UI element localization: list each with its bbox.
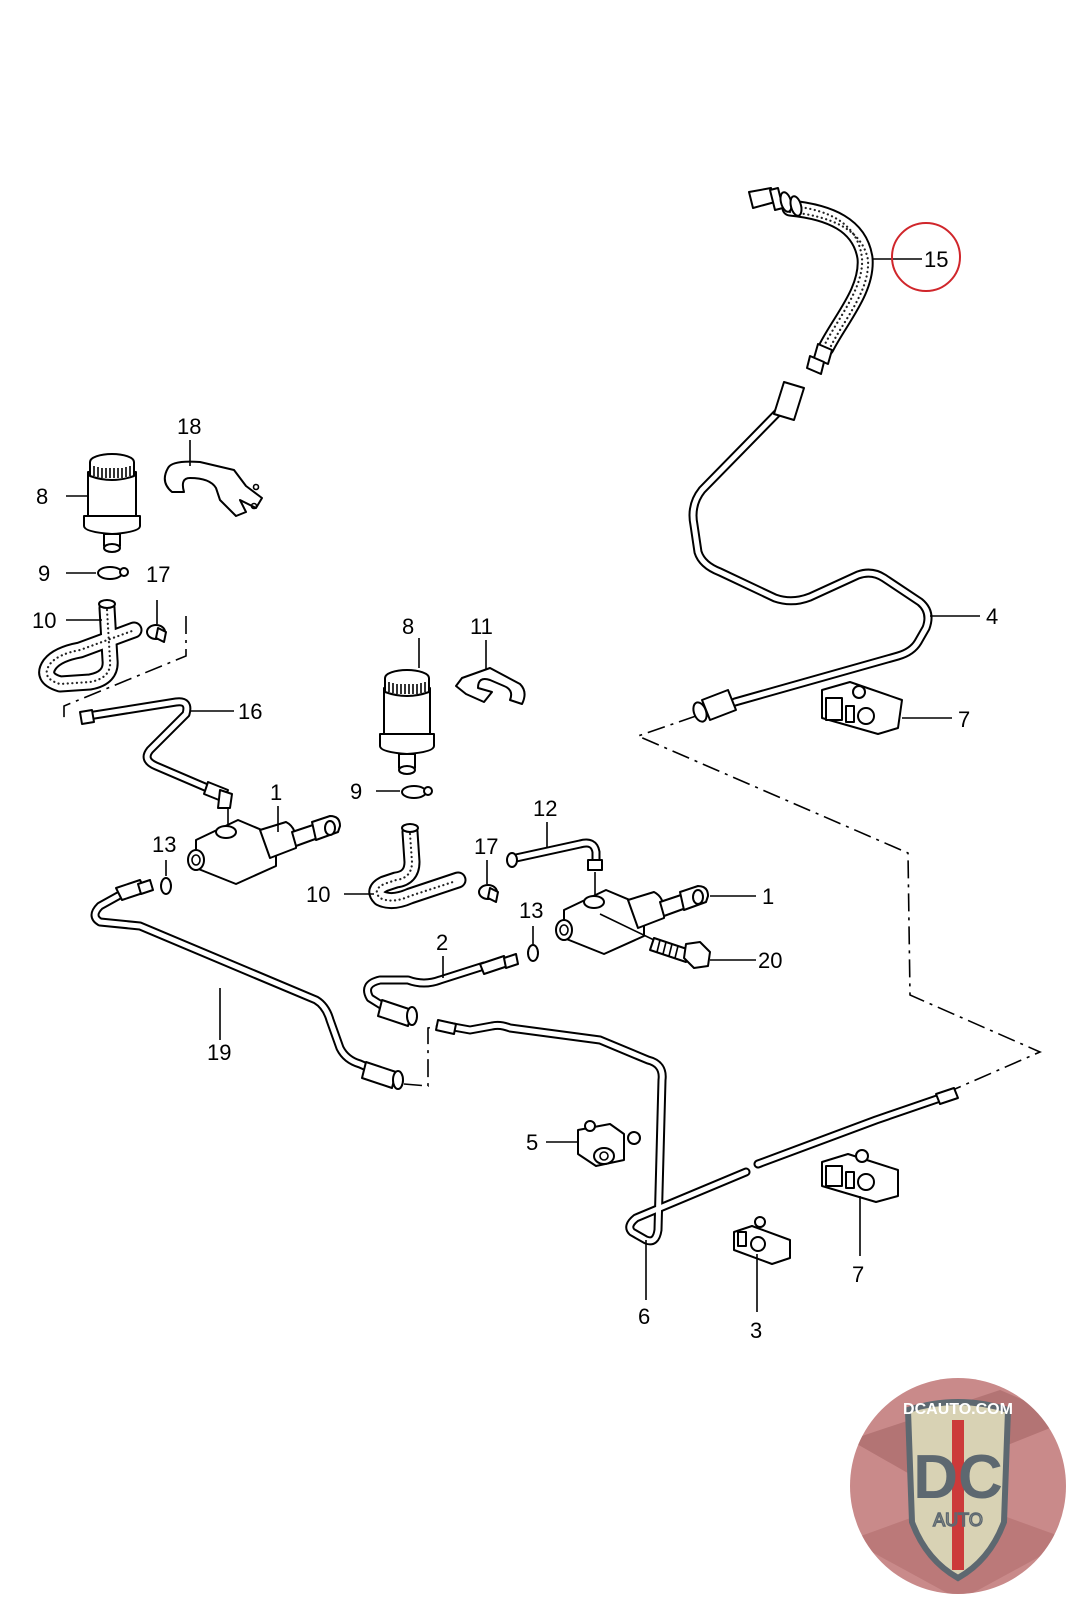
part-6-clip[interactable] <box>733 1216 791 1265</box>
callout-9a[interactable]: 9 <box>38 561 96 586</box>
part-1-master-cylinder-left[interactable] <box>187 808 341 885</box>
callout-19[interactable]: 19 <box>207 988 231 1065</box>
part-10-hose-left[interactable] <box>38 599 143 693</box>
part-12-supply-line[interactable] <box>506 838 603 871</box>
callout-label: 15 <box>924 247 948 272</box>
callout-18[interactable]: 18 <box>177 414 201 466</box>
part-8-reservoir-middle[interactable] <box>379 669 435 775</box>
callout-1a[interactable]: 1 <box>270 780 282 832</box>
svg-text:13: 13 <box>519 898 543 923</box>
svg-text:6: 6 <box>638 1304 650 1329</box>
callout-15[interactable]: 15 <box>872 222 961 292</box>
callout-17a[interactable]: 17 <box>146 562 170 624</box>
part-20-bolt[interactable] <box>599 913 711 969</box>
callout-10a[interactable]: 10 <box>32 608 102 633</box>
highlight-circle <box>891 222 961 292</box>
part-13-seal-middle[interactable] <box>527 944 539 962</box>
part-2-pressure-line[interactable] <box>363 953 519 1027</box>
callout-12[interactable]: 12 <box>533 796 557 848</box>
svg-text:8: 8 <box>36 484 48 509</box>
part-13-seal-left[interactable] <box>160 877 172 895</box>
svg-text:17: 17 <box>146 562 170 587</box>
svg-text:4: 4 <box>986 604 998 629</box>
svg-text:9: 9 <box>38 561 50 586</box>
watermark-brand-sub: AUTO <box>933 1510 983 1530</box>
svg-text:7: 7 <box>958 707 970 732</box>
part-17-clamp-middle[interactable] <box>478 884 499 903</box>
callout-13a[interactable]: 13 <box>152 832 176 876</box>
watermark-brand-top: DCAUTO.COM <box>903 1401 1013 1418</box>
callout-13b[interactable]: 13 <box>519 898 543 944</box>
part-5-holder[interactable] <box>577 1120 641 1167</box>
part-18-bracket[interactable] <box>163 460 263 517</box>
svg-text:3: 3 <box>750 1318 762 1343</box>
svg-text:1: 1 <box>762 884 774 909</box>
part-7-clip-upper[interactable] <box>821 681 903 735</box>
callout-5[interactable]: 5 <box>526 1130 578 1155</box>
svg-text:10: 10 <box>32 608 56 633</box>
callout-20[interactable]: 20 <box>710 948 782 973</box>
svg-text:9: 9 <box>350 779 362 804</box>
callout-9b[interactable]: 9 <box>350 779 400 804</box>
callout-2[interactable]: 2 <box>436 930 448 978</box>
svg-text:12: 12 <box>533 796 557 821</box>
callout-8a[interactable]: 8 <box>36 484 88 509</box>
part-15-flexible-hose[interactable] <box>748 187 874 375</box>
connection-guide-line <box>63 616 187 720</box>
callout-8b[interactable]: 8 <box>402 614 420 668</box>
svg-text:1: 1 <box>270 780 282 805</box>
svg-text:7: 7 <box>852 1262 864 1287</box>
connection-guide-line <box>403 1025 439 1087</box>
svg-text:20: 20 <box>758 948 782 973</box>
callout-1b[interactable]: 1 <box>710 884 774 909</box>
svg-text:11: 11 <box>470 614 493 639</box>
svg-text:16: 16 <box>238 699 262 724</box>
callout-7a[interactable]: 7 <box>902 707 970 732</box>
dcauto-watermark-logo: DCAUTO.COM DC AUTO <box>850 1378 1066 1594</box>
part-1-master-cylinder-right[interactable] <box>555 872 709 955</box>
svg-text:17: 17 <box>474 834 498 859</box>
callout-4[interactable]: 4 <box>930 604 998 629</box>
svg-text:10: 10 <box>306 882 330 907</box>
part-19-pressure-line[interactable] <box>90 879 404 1090</box>
callout-11[interactable]: 11 <box>470 614 493 670</box>
callout-10b[interactable]: 10 <box>306 882 374 907</box>
svg-text:19: 19 <box>207 1040 231 1065</box>
callout-7b[interactable]: 7 <box>852 1196 864 1287</box>
callout-6[interactable]: 3 <box>750 1254 762 1343</box>
part-3-clutch-line[interactable] <box>435 1019 959 1246</box>
part-17-clamp-left[interactable] <box>146 624 167 643</box>
callout-16[interactable]: 16 <box>190 699 262 724</box>
part-9-clamp-left[interactable] <box>97 566 129 580</box>
svg-text:5: 5 <box>526 1130 538 1155</box>
svg-text:2: 2 <box>436 930 448 955</box>
part-9-clamp-middle[interactable] <box>401 785 433 799</box>
part-16-supply-line[interactable] <box>79 697 233 809</box>
callout-17b[interactable]: 17 <box>474 834 498 884</box>
part-11-holder[interactable] <box>455 667 526 705</box>
part-10-hose-middle[interactable] <box>368 823 467 910</box>
svg-text:8: 8 <box>402 614 414 639</box>
callout-3[interactable]: 6 <box>638 1240 650 1329</box>
watermark-brand-main: DC <box>913 1443 1003 1512</box>
part-8-reservoir-left[interactable] <box>83 453 141 553</box>
svg-text:13: 13 <box>152 832 176 857</box>
part-7-clip-lower[interactable] <box>821 1149 899 1203</box>
part-4-clutch-line[interactable] <box>688 381 933 723</box>
svg-text:18: 18 <box>177 414 201 439</box>
